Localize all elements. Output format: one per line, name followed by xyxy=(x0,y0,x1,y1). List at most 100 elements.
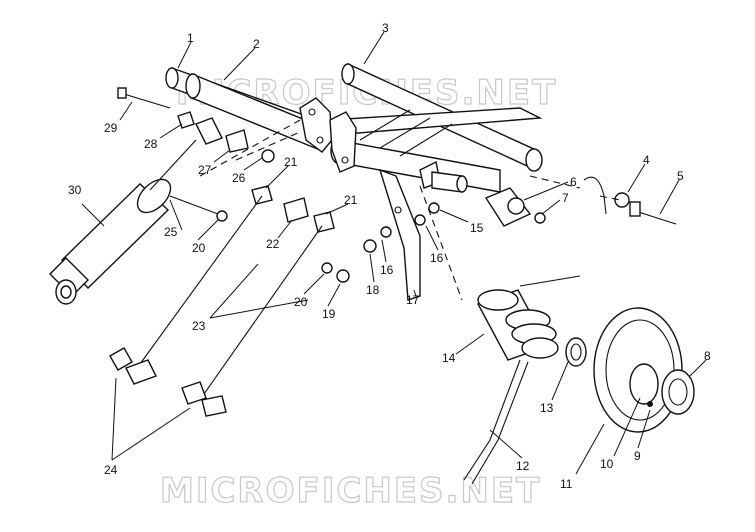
bushing-27 xyxy=(225,129,249,153)
callout-2: 2 xyxy=(253,37,260,51)
callout-18: 18 xyxy=(366,283,380,297)
callout-9: 9 xyxy=(634,449,641,463)
brace-2 xyxy=(379,117,431,149)
sleeve-24d xyxy=(201,395,227,417)
bracket-17 xyxy=(378,168,421,301)
callout-10: 10 xyxy=(600,457,614,471)
callout-16a: 16 xyxy=(380,263,394,277)
callout-15: 15 xyxy=(470,221,484,235)
assembly-lines-right xyxy=(529,175,621,201)
callout-20a: 20 xyxy=(294,295,308,309)
wheel-hub-10 xyxy=(629,363,659,405)
callout-20b: 20 xyxy=(192,241,206,255)
bolt-15 xyxy=(428,202,440,214)
left-hardware xyxy=(117,87,440,283)
washer-4 xyxy=(614,192,630,208)
callout-24: 24 xyxy=(104,463,118,477)
callout-14: 14 xyxy=(442,351,456,365)
callout-1: 1 xyxy=(187,31,194,45)
spring-arm-12 xyxy=(463,359,529,485)
washer-7 xyxy=(534,212,546,224)
cap-8 xyxy=(661,369,695,415)
nut-19 xyxy=(336,269,350,283)
callout-12: 12 xyxy=(516,459,530,473)
spring-arm-upper xyxy=(519,275,581,287)
callouts: 1 2 3 4 5 6 7 8 9 10 11 12 13 14 15 16 1… xyxy=(68,21,711,491)
leader-lines xyxy=(81,31,707,475)
shock-rod xyxy=(149,139,197,191)
nut-6 xyxy=(507,197,525,215)
shock-top-cap xyxy=(136,178,172,214)
bracket-hole xyxy=(394,206,402,214)
sleeve-24a xyxy=(109,347,133,371)
cap-8-inner xyxy=(668,378,688,406)
callout-16b: 16 xyxy=(430,251,444,265)
nut-26 xyxy=(261,149,275,163)
callout-27: 27 xyxy=(198,163,212,177)
shock-eye-hole xyxy=(60,285,72,299)
dot-9 xyxy=(647,401,653,407)
callout-28: 28 xyxy=(144,137,158,151)
callout-21b: 21 xyxy=(344,193,358,207)
upper-frame-assembly xyxy=(165,62,543,301)
right-hardware xyxy=(484,176,677,227)
callout-23: 23 xyxy=(192,319,206,333)
callout-7: 7 xyxy=(562,191,569,205)
watermark-bottom: MICROFICHES.NET xyxy=(160,471,541,511)
tube-end-3 xyxy=(341,63,355,85)
spacer-22 xyxy=(283,197,309,223)
brace-3 xyxy=(399,123,453,157)
right-pivot-plate xyxy=(329,111,357,173)
bushing-21a xyxy=(251,185,273,205)
callout-19: 19 xyxy=(322,307,336,321)
spring-wheel-assembly xyxy=(463,275,695,485)
tube-end-1 xyxy=(165,67,179,89)
bolt-29 xyxy=(123,93,171,109)
sleeve-24c xyxy=(181,381,207,405)
coil-3 xyxy=(521,337,559,359)
callout-25: 25 xyxy=(164,225,178,239)
bolt-29-head xyxy=(117,87,127,99)
torsion-rods xyxy=(109,195,323,417)
right-bushing-end xyxy=(456,175,468,193)
callout-5: 5 xyxy=(677,169,684,183)
tube-end-3b xyxy=(525,148,543,172)
nut-18 xyxy=(363,239,377,253)
sleeve-24b xyxy=(125,359,157,385)
callout-22: 22 xyxy=(266,237,280,251)
bolt-5-head xyxy=(629,201,641,217)
tube-end-2 xyxy=(185,73,201,99)
washer-13 xyxy=(565,337,587,367)
plate-hole-2 xyxy=(316,136,324,144)
plate-hole-3 xyxy=(341,156,349,164)
washer-16b xyxy=(414,214,426,226)
shock-upper-eye xyxy=(195,117,223,145)
bushing-21b xyxy=(313,211,335,233)
callout-30: 30 xyxy=(68,183,82,197)
lower-tube xyxy=(335,139,501,193)
callout-4: 4 xyxy=(643,153,650,167)
rod-2 xyxy=(203,225,323,395)
callout-17: 17 xyxy=(406,293,420,307)
washer-16a xyxy=(380,226,392,238)
washer-13-hole xyxy=(570,343,582,361)
plate-hole-1 xyxy=(308,108,316,116)
brace-1 xyxy=(359,109,411,141)
callout-11: 11 xyxy=(560,477,573,491)
washer-20b xyxy=(321,262,333,274)
callout-6: 6 xyxy=(570,175,577,189)
bolt-25 xyxy=(169,195,219,215)
spring-top xyxy=(477,289,519,311)
washer-20a xyxy=(216,210,228,222)
callout-26: 26 xyxy=(232,171,246,185)
callout-29: 29 xyxy=(104,121,118,135)
callout-8: 8 xyxy=(704,349,711,363)
callout-13: 13 xyxy=(540,401,554,415)
rod-1 xyxy=(139,195,263,365)
assembly-lines-left xyxy=(199,119,463,301)
shock-absorber xyxy=(49,117,223,305)
clip xyxy=(583,176,607,215)
callout-3: 3 xyxy=(382,21,389,35)
